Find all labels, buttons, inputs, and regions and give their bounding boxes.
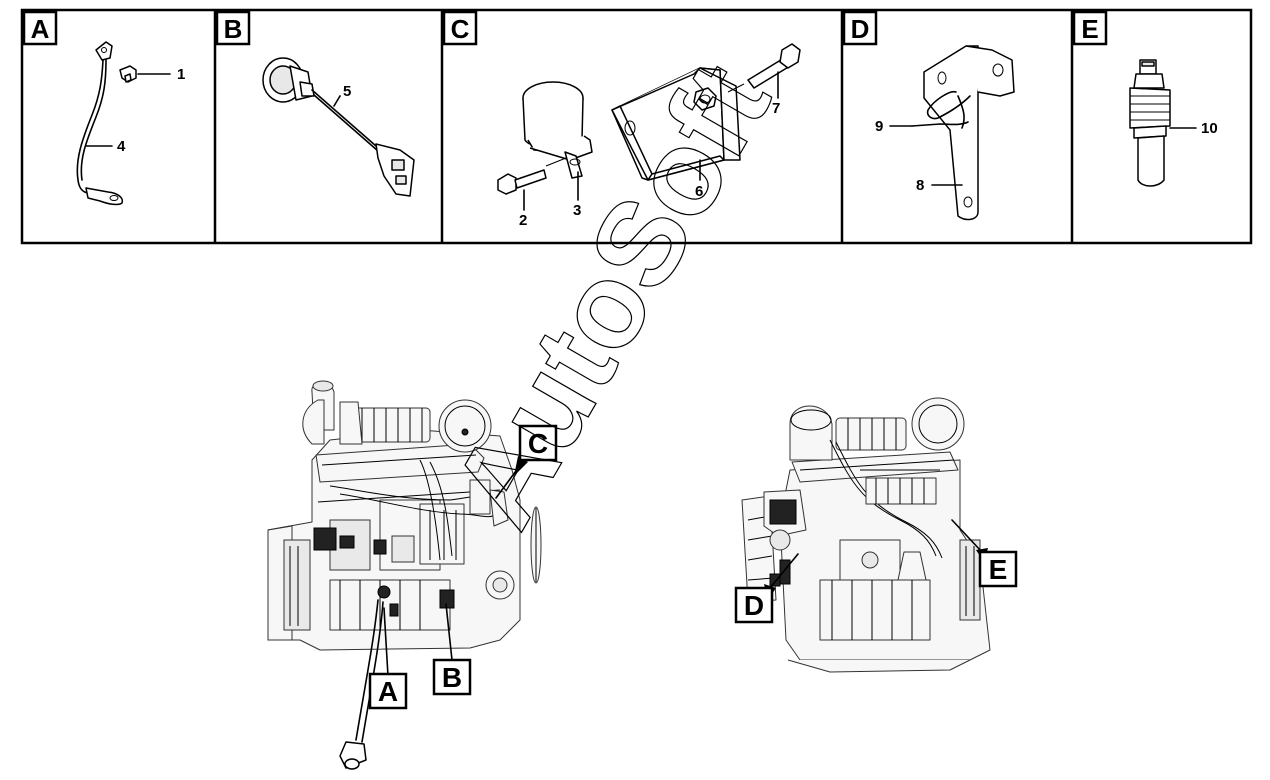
panel-label-e: E bbox=[1072, 10, 1108, 46]
panel-label-d: D bbox=[842, 10, 878, 46]
callout-6: 6 bbox=[695, 183, 703, 200]
pointer-a bbox=[383, 607, 389, 677]
engine-callout-b: B bbox=[432, 658, 472, 696]
bolt-7-icon bbox=[727, 43, 801, 93]
bracket-6 bbox=[611, 67, 741, 181]
engine-callout-c: C bbox=[518, 424, 558, 462]
svg-text:D: D bbox=[744, 590, 764, 621]
svg-text:E: E bbox=[989, 554, 1008, 585]
panel-label-a: A bbox=[22, 10, 58, 46]
callout-1: 1 bbox=[177, 66, 185, 83]
svg-text:B: B bbox=[442, 662, 462, 693]
panel-label-c: C bbox=[442, 10, 478, 46]
bracket-8 bbox=[923, 45, 1015, 221]
svg-text:D: D bbox=[851, 14, 870, 44]
svg-text:E: E bbox=[1081, 14, 1098, 44]
callout-10: 10 bbox=[1201, 120, 1218, 137]
callout-2: 2 bbox=[519, 212, 527, 229]
callout-line-5 bbox=[333, 95, 341, 107]
watermark: AutoSoft bbox=[426, 42, 795, 548]
callout-9: 9 bbox=[875, 118, 883, 135]
engine-callout-e: E bbox=[978, 550, 1018, 588]
sensor-harness bbox=[262, 57, 415, 197]
engine-right-view bbox=[741, 397, 991, 673]
callout-7: 7 bbox=[772, 100, 780, 117]
svg-text:A: A bbox=[31, 14, 50, 44]
wire-clip-9 bbox=[911, 90, 971, 129]
engine-left-view bbox=[267, 380, 542, 651]
engine-callout-d: D bbox=[734, 586, 774, 624]
svg-text:A: A bbox=[378, 676, 398, 707]
engine-callout-a: A bbox=[368, 672, 408, 710]
pointer-b bbox=[445, 603, 453, 661]
panel-frame bbox=[20, 8, 1253, 245]
bolt-2-icon bbox=[497, 157, 567, 195]
callout-5: 5 bbox=[343, 83, 351, 100]
hose-clamp bbox=[522, 81, 593, 179]
screw-1-icon bbox=[119, 65, 137, 83]
callout-4: 4 bbox=[117, 138, 126, 155]
svg-text:B: B bbox=[224, 14, 243, 44]
pointer-d bbox=[769, 553, 799, 589]
panel-label-b: B bbox=[215, 10, 251, 46]
svg-text:C: C bbox=[528, 428, 548, 459]
ground-strap-installed bbox=[339, 599, 384, 770]
callout-3: 3 bbox=[573, 202, 581, 219]
callout-8: 8 bbox=[916, 177, 924, 194]
ground-strap bbox=[76, 41, 124, 206]
pointer-e bbox=[951, 519, 983, 553]
temperature-sensor bbox=[1129, 59, 1171, 187]
svg-text:C: C bbox=[451, 14, 470, 44]
